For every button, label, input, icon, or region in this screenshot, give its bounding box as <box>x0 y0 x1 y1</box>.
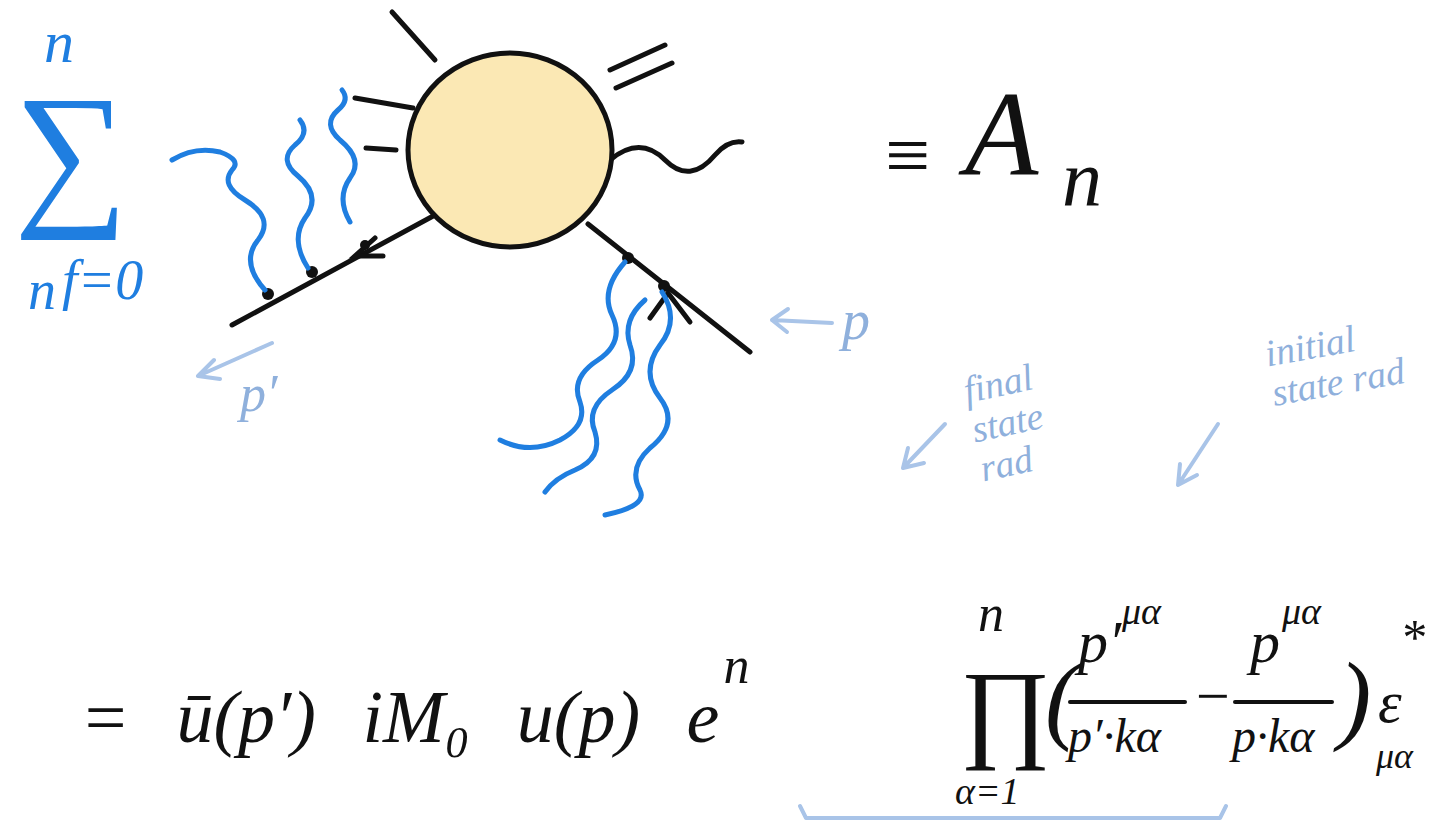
soft-photon <box>605 292 671 515</box>
soft-photon <box>287 120 312 268</box>
fermion-arrow <box>355 238 383 256</box>
annotation: final state rad <box>960 345 1112 489</box>
leader-arrow <box>1178 424 1218 485</box>
external-line <box>610 45 665 70</box>
polarization-symbol: ε <box>1378 672 1402 732</box>
equivalence-sign: ≡ <box>880 115 934 195</box>
momentum-arrow <box>772 309 832 332</box>
external-line <box>355 98 413 108</box>
parenthesis: ) <box>1338 648 1371 748</box>
interaction-blob <box>408 53 612 247</box>
sum-lower-limit: f=0 <box>62 252 143 308</box>
sum-upper-limit: n <box>44 12 74 72</box>
soft-photon <box>545 300 645 492</box>
index-subscript: μα <box>1376 738 1413 774</box>
photon-line <box>610 142 742 172</box>
annotation: initial state rad <box>1262 307 1433 413</box>
soft-photon <box>172 150 265 290</box>
fraction-bar <box>1235 700 1332 704</box>
soft-photon <box>500 262 625 448</box>
momentum-label: p <box>842 292 870 348</box>
sum-symbol: ∑ <box>14 72 128 232</box>
vertex-dot <box>658 280 670 292</box>
external-line <box>366 148 396 150</box>
momentum-label: p′ <box>240 368 277 420</box>
product-symbol: ∏ <box>960 655 1051 765</box>
numerator: p <box>1250 612 1280 672</box>
sum-lower-limit: n <box>28 262 56 318</box>
index-superscript: μα <box>1122 592 1161 630</box>
amplitude-index: n <box>1062 138 1102 218</box>
minus-sign: − <box>1192 666 1233 726</box>
conjugate-star: * <box>1400 612 1425 662</box>
soft-photon <box>330 90 355 222</box>
product-lower-limit: α=1 <box>955 772 1020 810</box>
exponent: n <box>723 640 749 692</box>
fraction-bar <box>1070 700 1185 704</box>
equation-term: = ū(p′) iM₀ u(p) e <box>80 680 719 754</box>
index-superscript: μα <box>1282 592 1321 630</box>
vertex-dot <box>360 240 370 250</box>
external-line <box>616 63 672 88</box>
numerator: p′ <box>1078 612 1121 672</box>
leader-arrow <box>903 424 945 468</box>
denominator: p′·kα <box>1068 712 1161 760</box>
product-upper-limit: n <box>978 588 1004 640</box>
denominator: p·kα <box>1232 712 1315 760</box>
external-line <box>392 12 435 60</box>
amplitude-symbol: A <box>965 75 1038 195</box>
